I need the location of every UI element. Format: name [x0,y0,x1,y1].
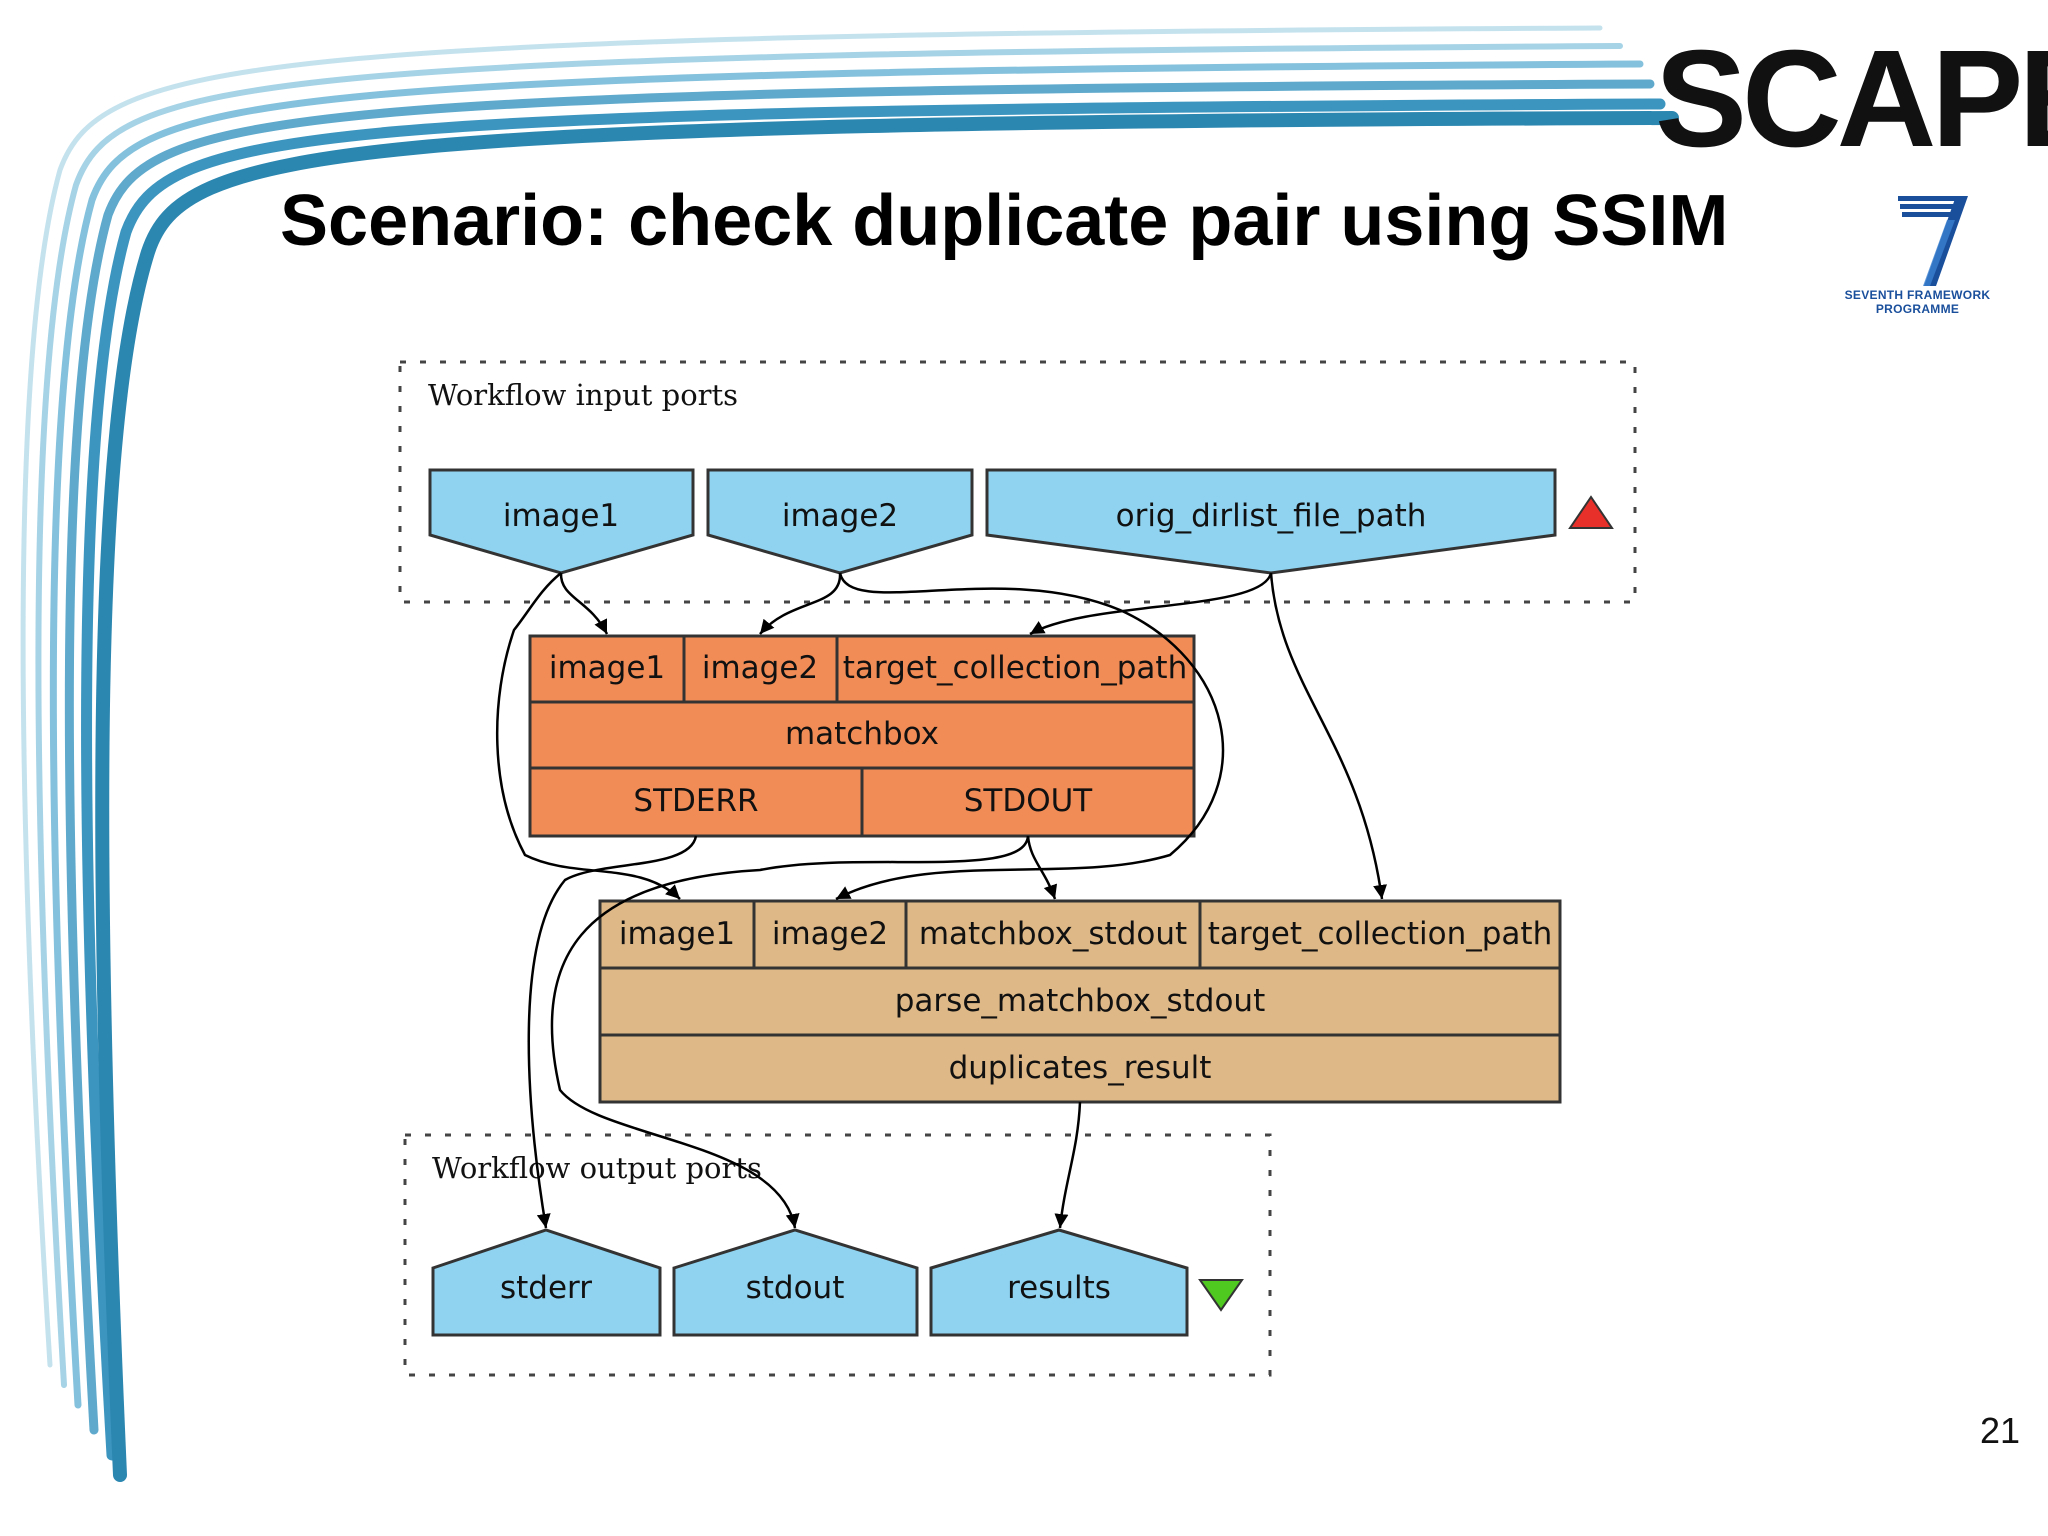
page-number: 21 [1979,1410,2020,1451]
matchbox-input-image1: image1 [549,650,665,686]
parser-input-target-collection-path: target_collection_path [1208,916,1552,952]
logo-line-1: SEVENTH FRAMEWORK [1844,288,1991,302]
logo-line-2: PROGRAMME [1875,302,1960,316]
input-port-image1[interactable]: image1 [428,468,695,575]
input-port-image1-label: image1 [503,498,619,534]
input-port-image2-label: image2 [782,498,898,534]
parser-input-image2: image2 [772,916,888,952]
parser-name: parse_matchbox_stdout [895,983,1265,1019]
seventh-framework-logo: SEVENTH FRAMEWORK PROGRAMME [1830,190,2005,320]
output-port-stdout[interactable]: stdout [672,1228,919,1337]
edge-matchbox-stdout-to-parser [1026,835,1058,900]
output-port-stdout-label: stdout [746,1270,845,1306]
edge-dirlist-to-parser-target [1269,572,1388,900]
matchbox-input-image2: image2 [702,650,818,686]
edge-image2-to-parser-image2 [835,572,1225,901]
input-port-orig-dirlist-file-path[interactable]: orig_dirlist_file_path [985,468,1557,575]
edge-stderr-to-output-stderr [527,835,698,1229]
edge-stdout-to-output-stdout [550,835,1030,1229]
fp7-logo-icon [1898,196,1968,286]
parser-input-image1: image1 [619,916,735,952]
matchbox-input-target-collection-path: target_collection_path [843,650,1187,686]
edge-image2-to-matchbox-image2 [759,572,842,635]
edge-dirlist-to-matchbox-target [1029,572,1273,636]
red-triangle-up-icon[interactable] [1568,495,1614,529]
matchbox-output-stderr: STDERR [633,783,758,819]
edge-image1-to-matchbox-image1 [559,572,609,635]
matchbox-processor[interactable]: image1 image2 target_collection_path mat… [528,634,1196,838]
workflow-output-ports-group [403,1133,1272,1377]
workflow-output-ports-label: Workflow output ports [432,1151,762,1185]
brand-logo-text: SCAPE [1655,22,2048,176]
output-port-results[interactable]: results [929,1228,1189,1337]
edge-duplicates-to-results [1054,1101,1082,1229]
workflow-input-ports-label: Workflow input ports [428,378,738,412]
parser-output-duplicates-result: duplicates_result [949,1050,1212,1086]
output-port-results-label: results [1007,1270,1111,1306]
parser-input-matchbox-stdout: matchbox_stdout [919,916,1187,952]
green-triangle-down-icon[interactable] [1198,1279,1244,1312]
edge-image1-to-parser-image1 [495,572,681,900]
parse-matchbox-stdout-processor[interactable]: image1 image2 matchbox_stdout target_col… [598,899,1562,1104]
matchbox-output-stdout: STDOUT [964,783,1094,819]
slide-title: Scenario: check duplicate pair using SSI… [280,181,1729,261]
input-port-image2[interactable]: image2 [706,468,974,575]
output-port-stderr-label: stderr [500,1270,592,1306]
matchbox-name: matchbox [785,716,939,752]
input-port-orig-dirlist-label: orig_dirlist_file_path [1116,498,1427,534]
output-port-stderr[interactable]: stderr [431,1228,662,1337]
